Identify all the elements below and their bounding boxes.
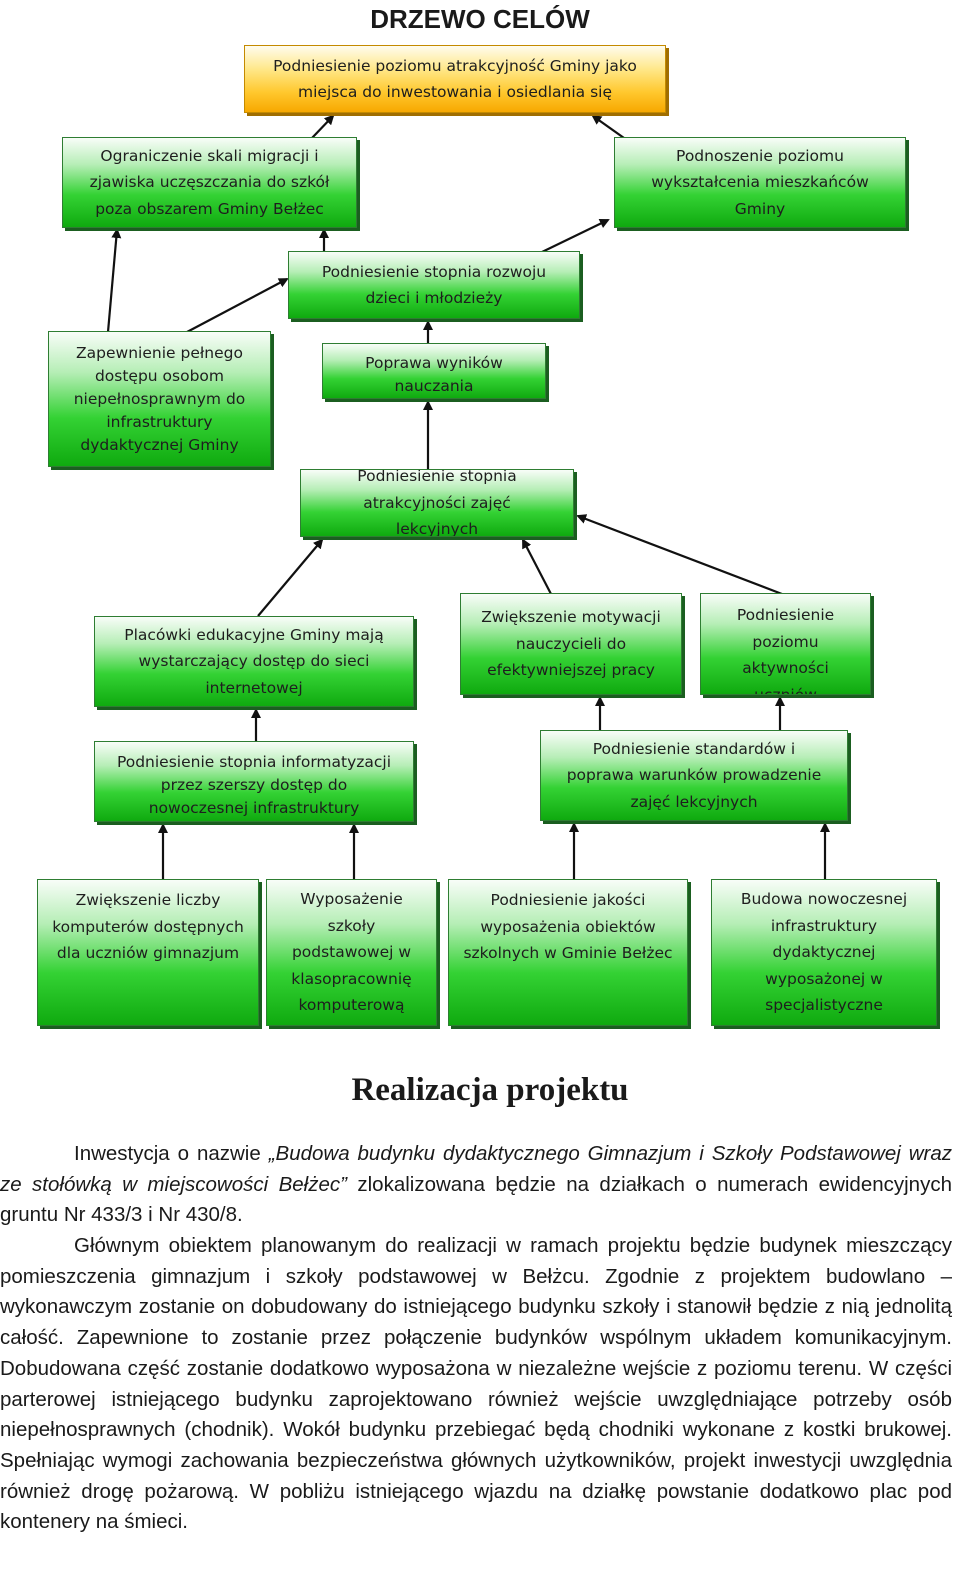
node-more-computers-label: Zwiększenie liczby komputerów dostępnych…	[52, 891, 244, 962]
arrow-motivation-to-lessons	[522, 538, 552, 595]
node-internet-access-label: Placówki edukacyjne Gminy mają wystarcza…	[124, 625, 384, 697]
node-main-goal: Podniesienie poziomu atrakcyjność Gminy …	[244, 45, 666, 113]
node-raise-education-label: Podnoszenie poziomu wykształcenia mieszk…	[651, 146, 869, 218]
arrow-activity-to-lessons	[576, 514, 783, 596]
paragraph-1-lead: Inwestycja o nazwie	[74, 1142, 269, 1165]
node-main-goal-label: Podniesienie poziomu atrakcyjność Gminy …	[273, 56, 637, 102]
arrow-access-to-youth	[186, 278, 289, 333]
node-informatization: Podniesienie stopnia informatyzacji prze…	[94, 741, 414, 822]
node-learning-results: Poprawa wyników nauczania	[322, 343, 546, 399]
arrow-migration-to-main	[311, 114, 335, 139]
node-learning-results-label: Poprawa wyników nauczania	[365, 354, 503, 395]
arrow-internet-to-lessons	[257, 538, 324, 617]
node-limit-migration: Ograniczenie skali migracji i zjawiska u…	[62, 137, 357, 228]
node-lesson-attractiveness: Podniesienie stopnia atrakcyjności zajęć…	[300, 469, 574, 537]
paragraph-1: Inwestycja o nazwie „Budowa budynku dyda…	[0, 1139, 952, 1231]
connector-arrows	[106, 114, 830, 880]
node-equipment-quality-label: Podniesienie jakości wyposażenia obiektó…	[463, 891, 673, 962]
node-standards-label: Podniesienie standardów i poprawa warunk…	[566, 739, 822, 811]
node-limit-migration-label: Ograniczenie skali migracji i zjawiska u…	[89, 146, 330, 218]
paragraph-2-text: Głównym obiektem planowanym do realizacj…	[0, 1234, 952, 1534]
node-lesson-attractiveness-label: Podniesienie stopnia atrakcyjności zajęć…	[357, 469, 517, 537]
node-disabled-access: Zapewnienie pełnego dostępu osobom niepe…	[48, 331, 271, 467]
node-more-computers: Zwiększenie liczby komputerów dostępnych…	[37, 879, 259, 1026]
node-standards: Podniesienie standardów i poprawa warunk…	[540, 730, 848, 821]
node-disabled-access-label: Zapewnienie pełnego dostępu osobom niepe…	[73, 343, 246, 454]
node-youth-development: Podniesienie stopnia rozwoju dzieci i mł…	[288, 251, 580, 319]
paragraph-2: Głównym obiektem planowanym do realizacj…	[0, 1231, 952, 1538]
node-activity-level: Podniesienie poziomu aktywności uczniów	[700, 593, 871, 695]
node-computer-lab-label: Wyposażenie szkoły podstawowej w klasopr…	[291, 890, 412, 1015]
project-name: „Budowa budynku dydaktycznego Gimnazjum …	[0, 1142, 953, 1196]
section-heading: Realizacja projektu	[351, 1072, 629, 1108]
node-teacher-motivation-label: Zwiększenie motywacji nauczycieli do efe…	[481, 608, 661, 680]
diagram-title: DRZEWO CELÓW	[370, 4, 590, 34]
arrow-youth-to-education	[541, 218, 610, 253]
node-equipment-quality: Podniesienie jakości wyposażenia obiektó…	[448, 879, 688, 1026]
arrow-education-to-main	[591, 114, 625, 139]
node-informatization-label: Podniesienie stopnia informatyzacji prze…	[116, 753, 392, 817]
node-internet-access: Placówki edukacyjne Gminy mają wystarcza…	[94, 616, 414, 707]
node-new-infrastructure-label: Budowa nowoczesnej infrastruktury dydakt…	[740, 890, 908, 1015]
node-computer-lab: Wyposażenie szkoły podstawowej w klasopr…	[266, 879, 437, 1026]
node-raise-education: Podnoszenie poziomu wykształcenia mieszk…	[614, 137, 906, 228]
arrow-access-to-migration	[106, 228, 122, 333]
node-teacher-motivation: Zwiększenie motywacji nauczycieli do efe…	[460, 593, 682, 695]
node-youth-development-label: Podniesienie stopnia rozwoju dzieci i mł…	[321, 262, 547, 308]
node-activity-level-label: Podniesienie poziomu aktywności uczniów	[736, 606, 835, 695]
node-new-infrastructure: Budowa nowoczesnej infrastruktury dydakt…	[711, 879, 937, 1026]
paragraph-1-rest: zlokalizowana będzie na działkach o nume…	[0, 1172, 952, 1227]
